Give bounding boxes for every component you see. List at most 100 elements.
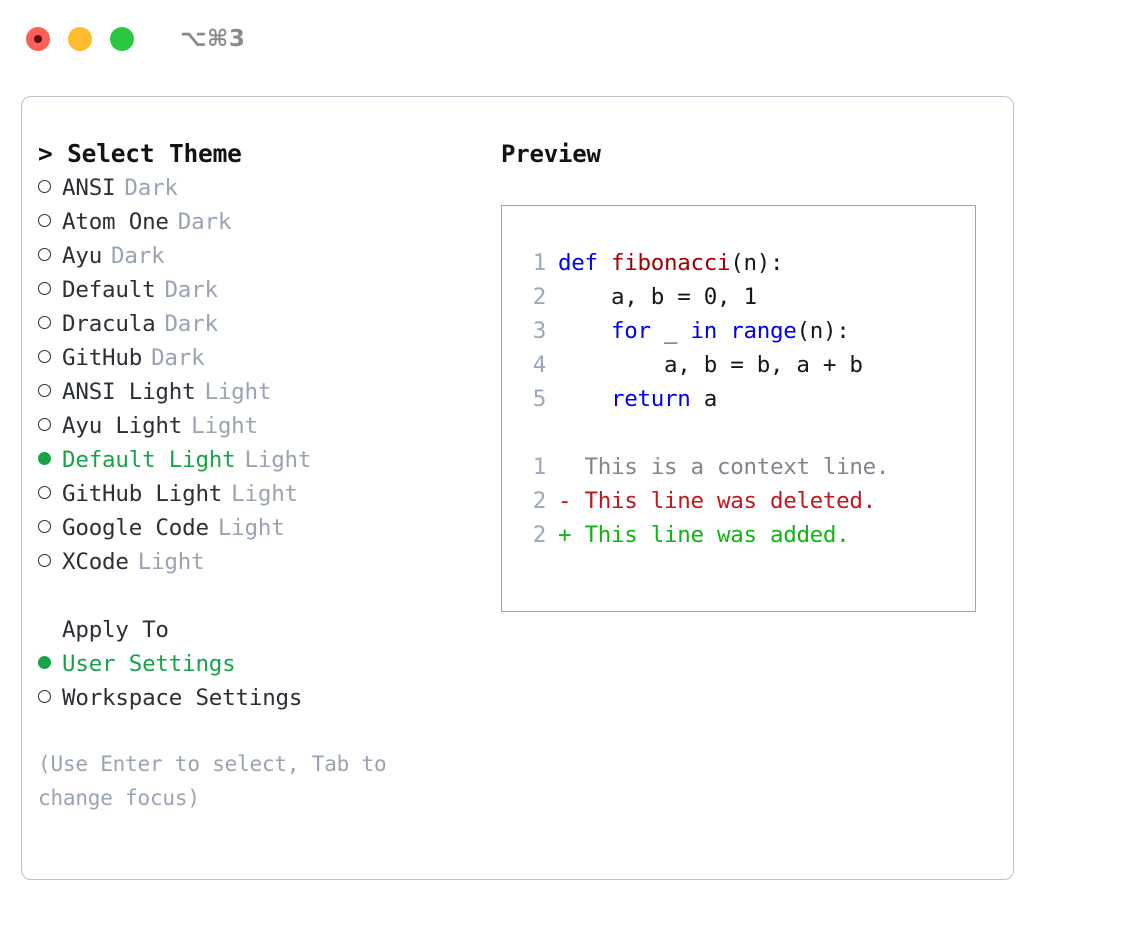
- theme-option-xcode[interactable]: XCode Light: [38, 545, 478, 579]
- theme-list-column: > Select Theme ANSI Dark Atom One Dark: [38, 137, 478, 815]
- code-token: a, b = 0, 1: [558, 284, 757, 310]
- code-blank-line: [512, 416, 969, 450]
- code-content: a, b = 0, 1: [558, 280, 757, 314]
- code-token: a: [690, 386, 718, 412]
- theme-option-tag: Light: [231, 481, 298, 507]
- close-button[interactable]: [26, 27, 50, 51]
- code-token: for: [611, 318, 651, 344]
- diff-sign: +: [558, 522, 572, 548]
- theme-option-label: Ayu Light: [62, 413, 183, 439]
- theme-option-github-dark[interactable]: GitHub Dark: [38, 341, 478, 375]
- theme-option-label: GitHub: [62, 345, 143, 371]
- theme-option-label: Default: [62, 277, 156, 303]
- code-line: 5 return a: [512, 382, 969, 416]
- theme-option-tag: Dark: [177, 209, 232, 235]
- theme-option-tag: Dark: [151, 345, 205, 371]
- radio-icon: [38, 520, 51, 533]
- theme-option-tag: Light: [191, 413, 258, 439]
- theme-option-tag: Light: [244, 447, 312, 473]
- theme-option-label: Atom One: [62, 209, 169, 235]
- code-token: return: [611, 386, 691, 412]
- maximize-button[interactable]: [110, 27, 134, 51]
- window-titlebar: ⌥⌘3: [0, 0, 1140, 78]
- diff-line-added: 2 + This line was added.: [512, 518, 969, 552]
- line-number: 2: [532, 488, 547, 514]
- radio-icon: [38, 248, 51, 261]
- radio-icon: [38, 384, 51, 397]
- theme-option-label: ANSI Light: [62, 379, 196, 405]
- traffic-lights: [26, 27, 134, 51]
- theme-option-ansi-light[interactable]: ANSI Light Light: [38, 375, 478, 409]
- code-token: (n):: [730, 250, 784, 276]
- theme-option-dracula-dark[interactable]: Dracula Dark: [38, 307, 478, 341]
- code-content: def fibonacci(n):: [558, 246, 784, 280]
- code-content: return a: [558, 382, 717, 416]
- theme-option-label: Google Code: [62, 515, 209, 541]
- apply-to-option-list: User Settings Workspace Settings: [38, 647, 478, 715]
- apply-to-option-label: Workspace Settings: [62, 685, 303, 711]
- apply-to-option-workspace-settings[interactable]: Workspace Settings: [38, 681, 478, 715]
- theme-option-atom-one-dark[interactable]: Atom One Dark: [38, 205, 478, 239]
- theme-option-google-code[interactable]: Google Code Light: [38, 511, 478, 545]
- theme-option-label: GitHub Light: [62, 481, 223, 507]
- apply-to-option-label: User Settings: [62, 651, 236, 677]
- apply-to-option-user-settings[interactable]: User Settings: [38, 647, 478, 681]
- list-spacer: [38, 579, 478, 613]
- radio-selected-icon: [38, 656, 51, 669]
- theme-option-tag: Light: [137, 549, 205, 575]
- diff-line-deleted: 2 - This line was deleted.: [512, 484, 969, 518]
- theme-option-label: Dracula: [62, 311, 156, 337]
- radio-icon: [38, 418, 51, 431]
- diff-content: This line was deleted.: [584, 488, 877, 514]
- theme-option-label: Ayu: [62, 243, 103, 269]
- code-token: [558, 318, 611, 344]
- keyboard-hint-text: (Use Enter to select, Tab to change focu…: [38, 752, 387, 810]
- code-token: fibonacci: [611, 250, 731, 276]
- radio-icon: [38, 486, 51, 499]
- theme-option-github-light[interactable]: GitHub Light Light: [38, 477, 478, 511]
- code-token: range: [730, 318, 797, 344]
- theme-option-default-light[interactable]: Default Light Light: [38, 443, 478, 477]
- radio-selected-icon: [38, 452, 51, 465]
- code-content: a, b = b, a + b: [558, 348, 863, 382]
- keyboard-shortcut-label: ⌥⌘3: [180, 26, 246, 52]
- code-token: [558, 386, 611, 412]
- code-token: _: [650, 318, 691, 344]
- code-token: def: [558, 250, 611, 276]
- preview-code-area: 1 def fibonacci(n): 2 a, b = 0, 1 3 for …: [512, 246, 969, 552]
- code-content: for _ in range(n):: [558, 314, 850, 348]
- theme-option-tag: Light: [217, 515, 285, 541]
- theme-option-tag: Light: [204, 379, 272, 405]
- radio-icon: [38, 554, 51, 567]
- radio-icon: [38, 316, 51, 329]
- code-line: 1 def fibonacci(n):: [512, 246, 969, 280]
- theme-option-ansi-dark[interactable]: ANSI Dark: [38, 171, 478, 205]
- code-line: 4 a, b = b, a + b: [512, 348, 969, 382]
- code-token: a, b = b, a + b: [558, 352, 863, 378]
- line-number: 3: [532, 318, 547, 344]
- diff-sign: [558, 450, 571, 484]
- code-token: [717, 318, 730, 344]
- preview-column: Preview 1 def fibonacci(n): 2 a, b = 0, …: [501, 137, 991, 612]
- diff-line-context: 1 This is a context line.: [512, 450, 969, 484]
- radio-icon: [38, 350, 51, 363]
- theme-option-tag: Dark: [164, 311, 218, 337]
- preview-panel: 1 def fibonacci(n): 2 a, b = 0, 1 3 for …: [501, 205, 976, 612]
- line-number: 4: [532, 352, 547, 378]
- theme-option-ayu-light[interactable]: Ayu Light Light: [38, 409, 478, 443]
- line-number: 5: [532, 386, 547, 412]
- diff-sign: -: [558, 488, 572, 514]
- theme-selector-card: > Select Theme ANSI Dark Atom One Dark: [21, 96, 1014, 880]
- code-token: in: [690, 318, 718, 344]
- code-token: (n):: [796, 318, 850, 344]
- minimize-button[interactable]: [68, 27, 92, 51]
- theme-option-default-dark[interactable]: Default Dark: [38, 273, 478, 307]
- radio-icon: [38, 282, 51, 295]
- radio-icon: [38, 214, 51, 227]
- theme-option-ayu-dark[interactable]: Ayu Dark: [38, 239, 478, 273]
- theme-option-list: ANSI Dark Atom One Dark Ayu Dark: [38, 171, 478, 579]
- radio-icon: [38, 180, 51, 193]
- preview-title: Preview: [501, 140, 601, 168]
- theme-option-label: Default Light: [62, 447, 236, 473]
